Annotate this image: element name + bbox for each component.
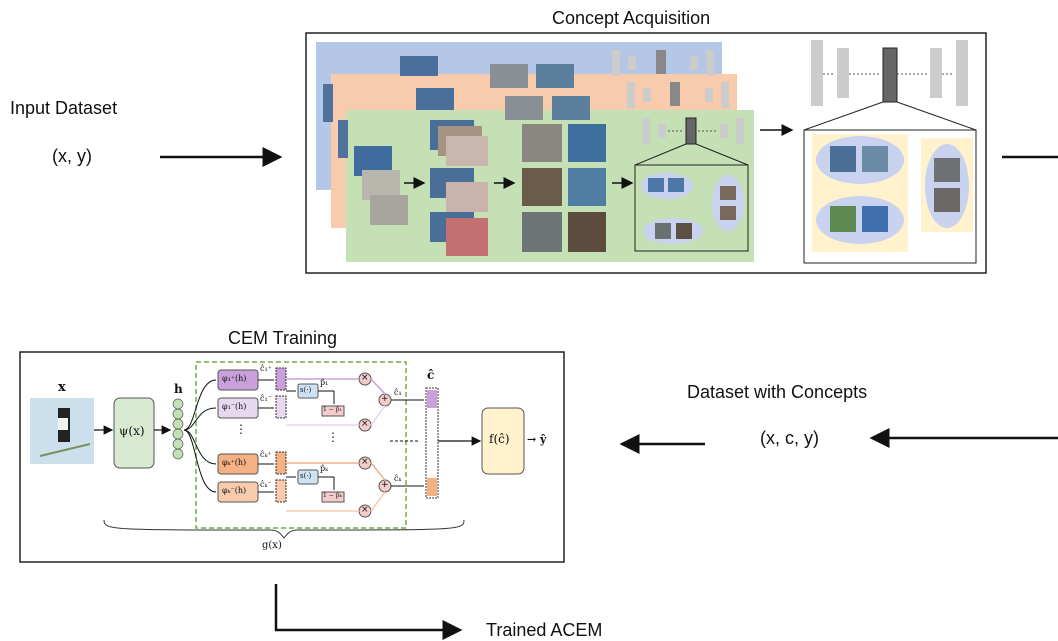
- c1-label: ĉ₁: [394, 388, 402, 397]
- p1-label: p̂₁: [320, 378, 329, 387]
- input-dataset-label: Input Dataset: [10, 98, 118, 118]
- multiply-ka: ×: [361, 457, 369, 467]
- ck-minus-label: ĉₖ⁻: [260, 480, 272, 489]
- cem-h-label: h: [174, 382, 183, 396]
- one-minus-p1-label: 1 − p̂₁: [323, 406, 342, 413]
- s-k-label: s(·): [300, 472, 312, 480]
- front-network-icon: [642, 117, 744, 145]
- cem-x-label: x: [58, 380, 66, 395]
- mid-dots: ⋮: [327, 430, 339, 444]
- cem-training-title: CEM Training: [228, 328, 338, 348]
- one-minus-pk-label: 1 − p̂ₖ: [323, 492, 342, 499]
- phi-k-minus: φₖ⁻(h): [222, 486, 247, 495]
- concept-acquisition-title: Concept Acquisition: [552, 8, 711, 28]
- phi-1-minus: φ₁⁻(h): [222, 402, 247, 411]
- ck-label: ĉₖ: [394, 474, 402, 483]
- large-network-icon: [811, 40, 968, 106]
- trained-acem-label: Trained ACEM: [486, 620, 603, 640]
- s-1-label: s(·): [300, 386, 312, 394]
- f-label: f(ĉ): [489, 432, 510, 446]
- c1-minus-label: ĉ₁⁻: [260, 394, 272, 403]
- c1-plus-label: ĉ₁⁺: [260, 364, 272, 373]
- c-hat-label: ĉ: [427, 368, 435, 382]
- phi-dots: ⋮: [235, 422, 247, 436]
- ck-plus-label: ĉₖ⁺: [260, 450, 272, 459]
- multiply-kb: ×: [361, 505, 369, 515]
- plus-k: +: [381, 480, 389, 490]
- cem-diagram: [30, 361, 525, 539]
- phi-1-plus: φ₁⁺(h): [222, 374, 247, 383]
- concept-triple-label: (x, c, y): [760, 428, 819, 448]
- back-layer-images: [323, 56, 590, 158]
- pk-label: p̂ₖ: [320, 464, 329, 473]
- y-hat-label: → ŷ: [527, 433, 547, 446]
- front-layer-images: [354, 120, 606, 256]
- phi-k-plus: φₖ⁺(h): [222, 458, 247, 467]
- cem-psi-label: ψ(x): [119, 424, 145, 438]
- dataset-with-concepts-label: Dataset with Concepts: [687, 382, 868, 402]
- plus-1: +: [381, 394, 389, 404]
- multiply-1b: ×: [361, 419, 369, 429]
- input-pair-label: (x, y): [52, 146, 92, 166]
- multiply-1a: ×: [361, 373, 369, 383]
- g-label: g(x): [262, 540, 282, 551]
